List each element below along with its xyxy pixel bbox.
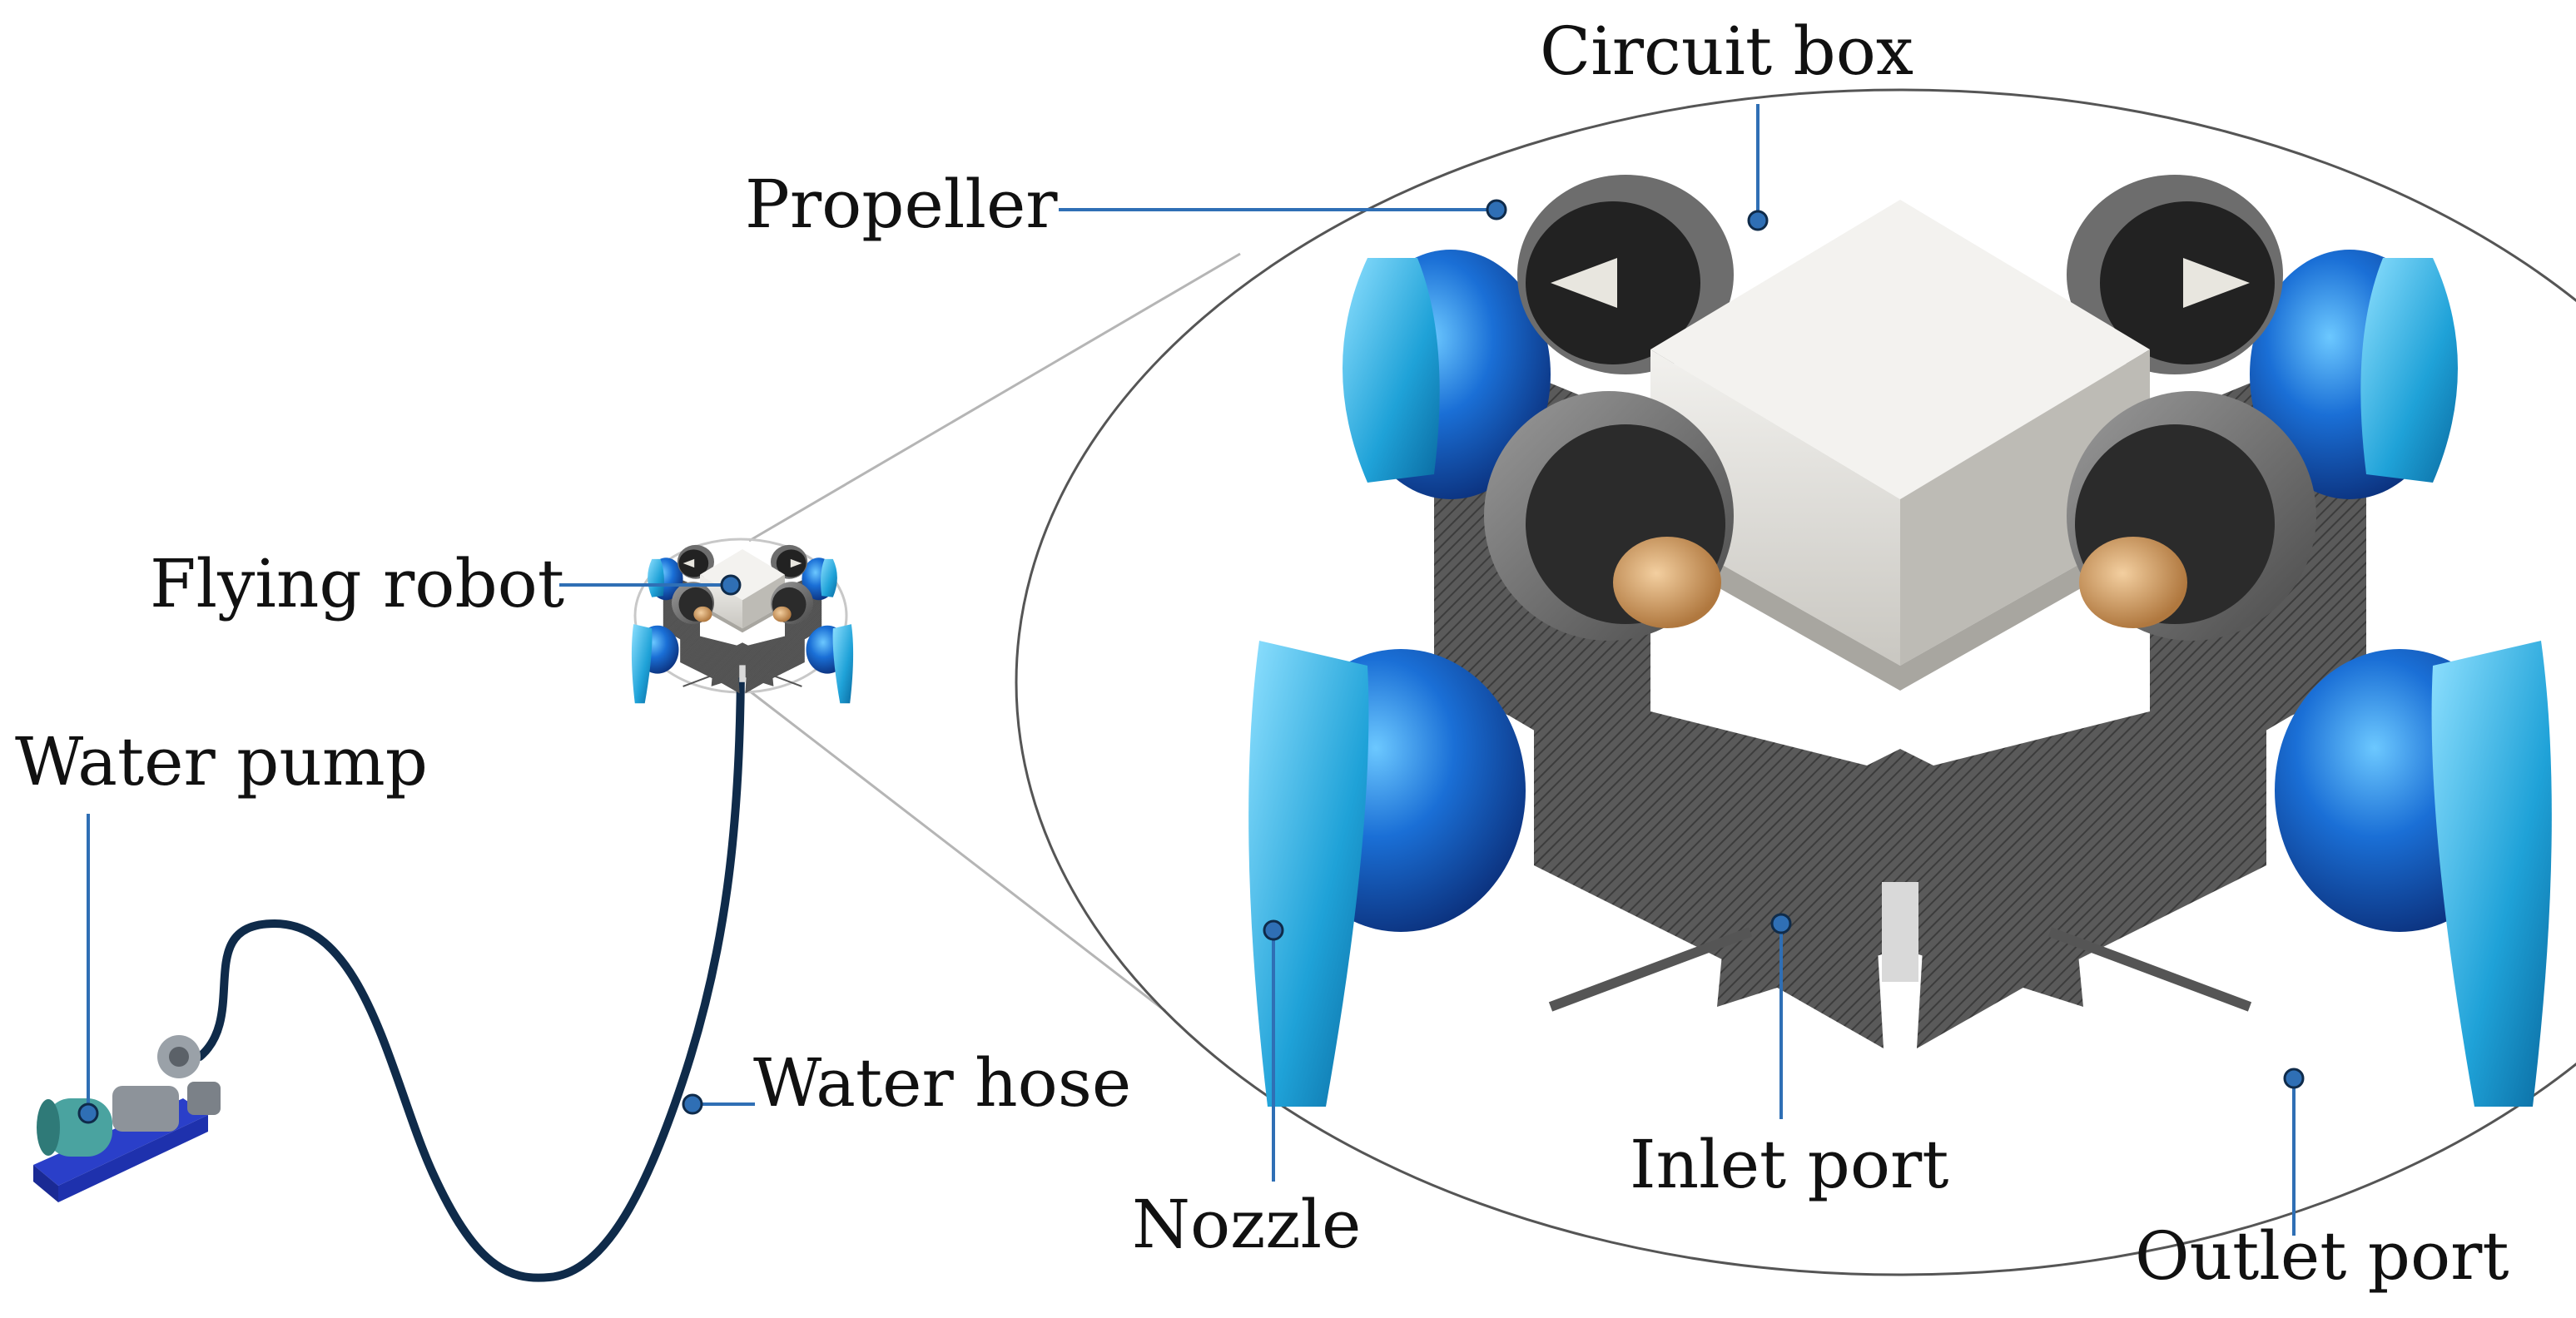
label-nozzle: Nozzle (1132, 1186, 1362, 1263)
large-zoom-ellipse (1015, 88, 2576, 1276)
leader-water-hose (682, 1093, 755, 1115)
leader-inlet-port (1770, 913, 1792, 1119)
label-flying-robot: Flying robot (150, 545, 564, 622)
label-water-pump: Water pump (15, 723, 428, 800)
leader-water-pump (77, 814, 99, 1124)
label-inlet-port: Inlet port (1630, 1126, 1949, 1203)
leader-lines (77, 104, 2305, 1236)
zoom-line-bottom (748, 689, 1166, 1013)
leader-flying-robot (559, 574, 742, 596)
leader-circuit-box (1747, 104, 1769, 231)
water-pump-illustration (33, 1035, 221, 1202)
label-propeller: Propeller (745, 166, 1058, 243)
robot-detail-illustration (1248, 175, 2552, 1107)
label-circuit-box: Circuit box (1540, 12, 1914, 90)
leader-outlet-port (2283, 1068, 2305, 1236)
leader-propeller (1059, 199, 1507, 220)
flying-robot-small (630, 543, 855, 705)
leader-nozzle (1263, 919, 1284, 1182)
water-hose (196, 653, 745, 1282)
label-water-hose: Water hose (753, 1044, 1132, 1122)
label-outlet-port: Outlet port (2135, 1217, 2509, 1295)
zoom-line-top (748, 252, 1241, 543)
